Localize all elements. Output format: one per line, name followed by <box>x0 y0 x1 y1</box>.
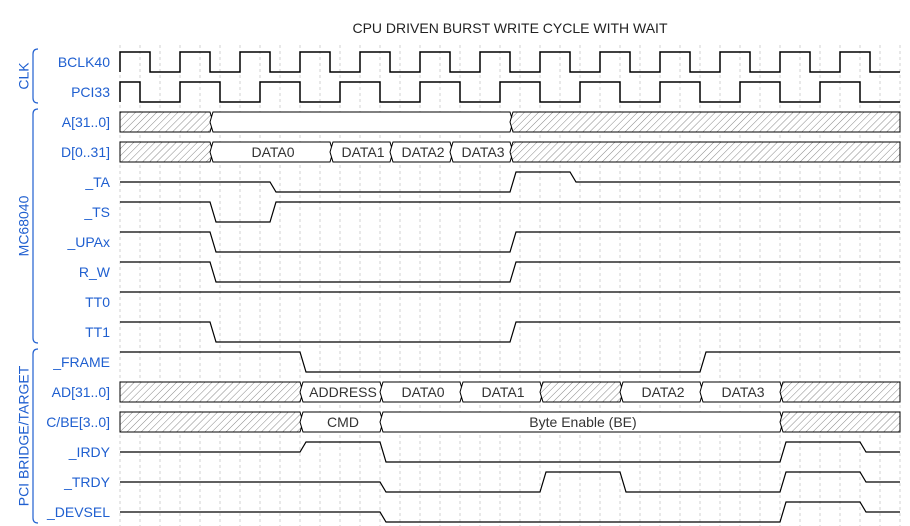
signal-wave <box>120 351 900 373</box>
signal-label: _FRAME <box>52 354 110 370</box>
signal-label: D[0..31] <box>61 144 110 160</box>
digital-wave <box>120 441 900 463</box>
bus-segment-label: DATA0 <box>401 384 444 400</box>
bus-segment-label: DATA3 <box>721 384 764 400</box>
digital-wave <box>120 351 900 373</box>
signal-label: TT1 <box>85 324 110 340</box>
signal-wave <box>120 441 900 463</box>
bus-segment-label: DATA1 <box>341 144 384 160</box>
group-bracket <box>32 48 39 104</box>
signal-wave <box>119 111 901 133</box>
signal-label: _UPAx <box>66 234 110 250</box>
signal-label: _IRDY <box>68 444 111 460</box>
bus-segment-label: DATA1 <box>481 384 524 400</box>
signal-wave <box>120 201 900 223</box>
signal-wave <box>120 261 900 283</box>
signal-label: AD[31..0] <box>52 384 110 400</box>
group-bracket <box>32 108 39 344</box>
signal-label: _TA <box>84 174 110 190</box>
signal-wave <box>119 81 900 103</box>
digital-wave <box>120 201 900 223</box>
bus-segment-label: CMD <box>327 414 359 430</box>
bus-undefined-segment <box>509 141 901 163</box>
signal-wave <box>120 321 900 343</box>
bus-undefined-segment <box>119 411 304 433</box>
digital-wave <box>120 501 900 523</box>
digital-wave <box>120 261 900 283</box>
signal-label: _TS <box>83 204 110 220</box>
signal-wave <box>120 471 900 493</box>
signal-label: R_W <box>79 264 111 280</box>
bus-segment-label: DATA0 <box>251 144 294 160</box>
bus-undefined-segment <box>119 381 304 403</box>
group-label: MC68040 <box>16 195 32 256</box>
signal-label: BCLK40 <box>58 54 110 70</box>
digital-wave <box>120 471 900 493</box>
bus-segment-label: DATA2 <box>641 384 684 400</box>
bus-segment <box>209 111 514 133</box>
signal-wave: ADDRESS DATA0 DATA1 DATA2 DATA3 <box>119 381 901 403</box>
signal-wave: CMD Byte Enable (BE) <box>119 411 901 433</box>
signal-wave: DATA0 DATA1 DATA2 DATA3 <box>119 141 901 163</box>
bus-undefined-segment <box>779 381 901 403</box>
signal-wave <box>120 501 900 523</box>
signal-label: PCI33 <box>71 84 110 100</box>
digital-wave <box>120 321 900 343</box>
bus-segment-label: DATA2 <box>401 144 444 160</box>
bus-undefined-segment <box>779 411 901 433</box>
bus-segment-label: ADDRESS <box>309 384 377 400</box>
bus-undefined-segment <box>119 141 214 163</box>
bus-segment-label: DATA3 <box>461 144 504 160</box>
signal-wave <box>119 51 900 73</box>
digital-wave <box>120 231 900 253</box>
signal-label: A[31..0] <box>62 114 110 130</box>
bus-segment-label: Byte Enable (BE) <box>529 414 636 430</box>
group-label: CLK <box>16 62 32 90</box>
group-label: PCI BRIDGE/TARGET <box>16 365 32 506</box>
clock-wave <box>119 51 900 73</box>
signal-wave <box>120 231 900 253</box>
group-bracket <box>32 348 39 524</box>
clock-wave <box>119 81 900 103</box>
signal-label: TT0 <box>85 294 110 310</box>
signal-label: C/BE[3..0] <box>46 414 110 430</box>
diagram-title: CPU DRIVEN BURST WRITE CYCLE WITH WAIT <box>352 20 667 36</box>
signal-label: _DEVSEL <box>46 504 110 520</box>
signal-wave <box>120 171 900 193</box>
bus-undefined-segment <box>119 111 214 133</box>
bus-undefined-segment <box>539 381 624 403</box>
bus-undefined-segment <box>509 111 901 133</box>
digital-wave <box>120 171 900 193</box>
signal-label: _TRDY <box>63 474 111 490</box>
